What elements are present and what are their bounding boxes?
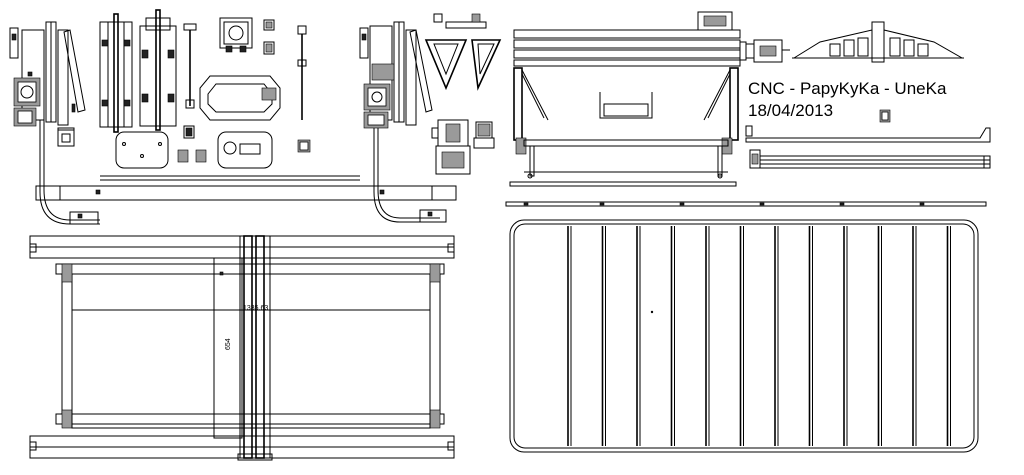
gantry-arch-profile	[792, 21, 964, 63]
z-axis-carriage-parts	[99, 9, 197, 133]
dimension-width-label: 1335.63	[243, 305, 268, 312]
right-gantry-side-assembly	[359, 21, 447, 223]
spindle-motor-side-view	[745, 39, 790, 63]
y-rail-side-profiles	[745, 109, 991, 169]
gusset-and-bracket-parts	[424, 13, 502, 175]
project-title-block: CNC - PapyKyKa - UneKa 18/04/2013	[748, 79, 947, 120]
project-date: 18/04/2013	[748, 101, 833, 120]
frame-top-view: 1335.63 654	[29, 235, 455, 461]
gantry-front-elevation	[509, 11, 747, 187]
table-slots	[567, 226, 951, 446]
left-gantry-side-assembly	[9, 21, 100, 225]
project-title: CNC - PapyKyKa - UneKa	[748, 79, 947, 98]
x-rail-lower	[35, 175, 457, 201]
dimension-height-label: 654	[225, 338, 232, 350]
motor-mount-parts	[183, 17, 307, 139]
base-plates-left	[57, 127, 311, 169]
slotted-table-bed	[505, 201, 987, 453]
